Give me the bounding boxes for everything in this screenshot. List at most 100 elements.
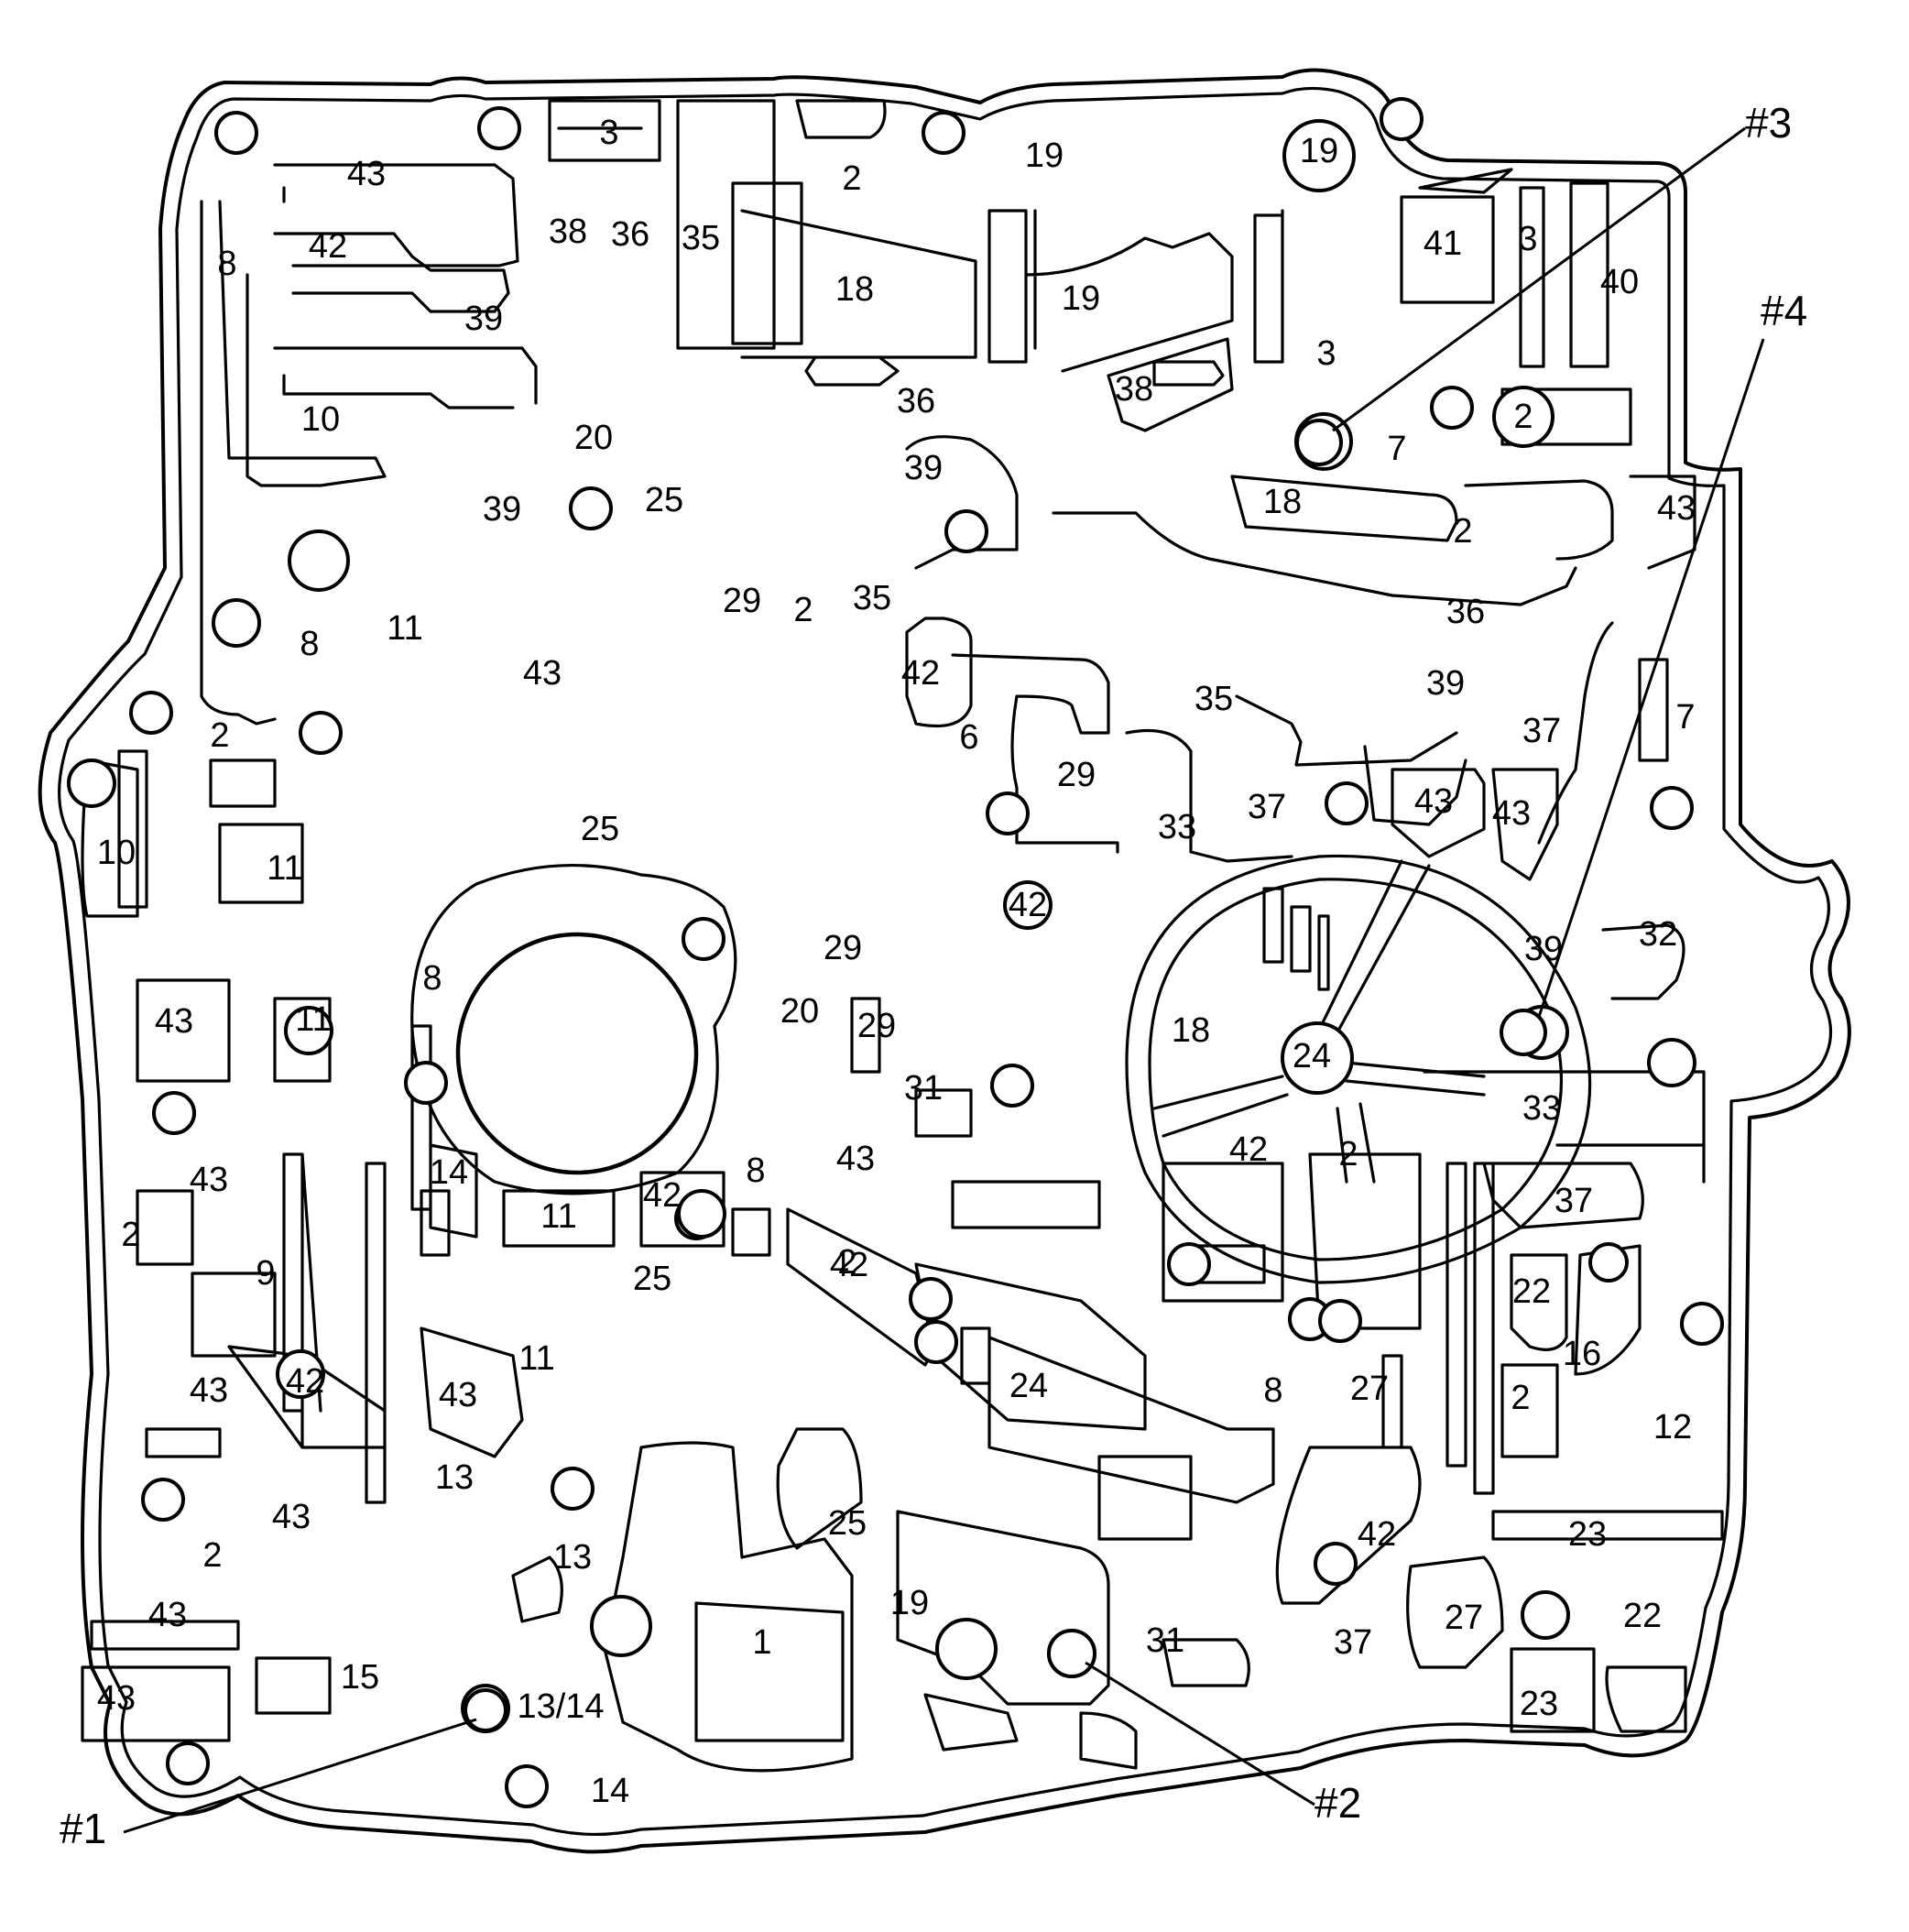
- check-ball-2: [1047, 1629, 1096, 1678]
- passage-label: 29: [723, 582, 761, 620]
- callout-label-4: #4: [1761, 287, 1807, 334]
- hole: [1647, 1038, 1696, 1087]
- hole: [569, 486, 613, 530]
- passage-label: 42: [830, 1246, 868, 1284]
- passage-label: 35: [682, 219, 720, 257]
- passage-label: 43: [272, 1498, 311, 1536]
- passage-channels: [81, 99, 1724, 1773]
- passage-label: 6: [959, 718, 978, 757]
- hole: [1521, 1590, 1570, 1640]
- passage-label: 43: [1492, 794, 1531, 833]
- passage-label: 29: [857, 1007, 896, 1045]
- passage-label: 12: [1653, 1408, 1692, 1446]
- passage-label: 42: [309, 227, 347, 266]
- hole: [1003, 880, 1053, 930]
- passage-label: 43: [148, 1596, 187, 1634]
- passage-label: 11: [387, 609, 422, 648]
- passage-label: 22: [1623, 1597, 1662, 1635]
- passage-label: 25: [828, 1504, 867, 1543]
- passage-label: 15: [341, 1658, 379, 1697]
- passage-label: 13/14: [517, 1687, 604, 1726]
- passage-label: 14: [591, 1772, 629, 1810]
- passage-label: 39: [464, 300, 503, 338]
- passage-label: 18: [1172, 1011, 1210, 1050]
- passage-label: 37: [1554, 1182, 1593, 1220]
- passage-label: 2: [842, 159, 861, 198]
- callout-leader-4: [1537, 338, 1765, 1018]
- passage-label: 10: [301, 400, 340, 439]
- passage-label: 43: [190, 1371, 228, 1410]
- passage-label: 29: [824, 929, 862, 967]
- passage-label: 2: [121, 1216, 140, 1254]
- passage-label: 38: [549, 213, 587, 251]
- callout-label-1: #1: [60, 1805, 106, 1852]
- passage-label: 23: [1568, 1515, 1607, 1554]
- passage-label: 11: [518, 1339, 554, 1378]
- passage-label: 18: [835, 270, 874, 309]
- passage-label: 25: [581, 810, 619, 848]
- hole: [986, 791, 1030, 835]
- hole: [1167, 1242, 1211, 1286]
- hole: [1380, 97, 1424, 141]
- hole: [1325, 781, 1369, 825]
- passage-label: 11: [295, 1000, 331, 1039]
- passage-label: 31: [1146, 1621, 1184, 1660]
- hole: [404, 1061, 448, 1105]
- passage-label: 8: [300, 625, 319, 663]
- passage-label: 9: [256, 1254, 275, 1293]
- hole: [990, 1064, 1034, 1108]
- passage-label: 25: [645, 481, 683, 519]
- passage-label: 37: [1334, 1623, 1372, 1662]
- passage-label: 43: [439, 1376, 477, 1414]
- passage-label: 33: [1522, 1089, 1561, 1128]
- plate-outline-inner: [58, 86, 1833, 1837]
- passage-label: 3: [1316, 334, 1336, 373]
- passage-label: 43: [523, 654, 562, 693]
- passage-label: 43: [1657, 489, 1696, 528]
- hole: [129, 691, 173, 735]
- hole: [212, 598, 261, 648]
- check-ball-4: [1500, 1009, 1547, 1056]
- main-bore-flange: [410, 863, 737, 1195]
- hole: [214, 111, 258, 155]
- passage-label: 41: [1424, 224, 1462, 263]
- passage-label: 29: [1057, 756, 1096, 794]
- passage-label: 39: [483, 490, 521, 529]
- hole: [1588, 1242, 1629, 1283]
- passage-label: 2: [210, 716, 229, 755]
- passage-label: 32: [1639, 915, 1677, 954]
- passage-label: 24: [1009, 1367, 1048, 1405]
- passage-label: 27: [1445, 1599, 1483, 1637]
- passage-label: 24: [1293, 1037, 1331, 1075]
- passage-label: 3: [1518, 220, 1537, 258]
- callout-leader-2: [1085, 1661, 1315, 1806]
- passage-label: 8: [422, 959, 442, 998]
- passage-label: 7: [1387, 430, 1406, 468]
- passage-label: 16: [1563, 1335, 1601, 1373]
- hole: [166, 1741, 210, 1785]
- hole: [914, 1320, 958, 1364]
- passage-label: 19: [1300, 132, 1338, 170]
- hole: [909, 1277, 953, 1321]
- passage-label: 19: [890, 1584, 929, 1622]
- plate-outline-outer: [38, 68, 1851, 1854]
- hole: [922, 111, 965, 155]
- passage-label: 2: [1513, 398, 1533, 436]
- passage-label: 37: [1522, 712, 1561, 750]
- passage-label: 43: [155, 1002, 193, 1041]
- hole: [67, 759, 116, 808]
- passage-label: 2: [1338, 1135, 1358, 1173]
- callouts: #1#2#3#4: [60, 99, 1807, 1852]
- callout-label-3: #3: [1745, 99, 1792, 147]
- passage-label: 42: [1358, 1515, 1396, 1554]
- passage-label: 23: [1520, 1685, 1558, 1723]
- hole: [288, 529, 350, 592]
- passage-label: 2: [1511, 1379, 1530, 1417]
- passage-label: 11: [267, 849, 302, 888]
- hole: [1430, 386, 1474, 430]
- passage-label: 38: [1115, 370, 1153, 409]
- passage-label: 31: [904, 1069, 943, 1108]
